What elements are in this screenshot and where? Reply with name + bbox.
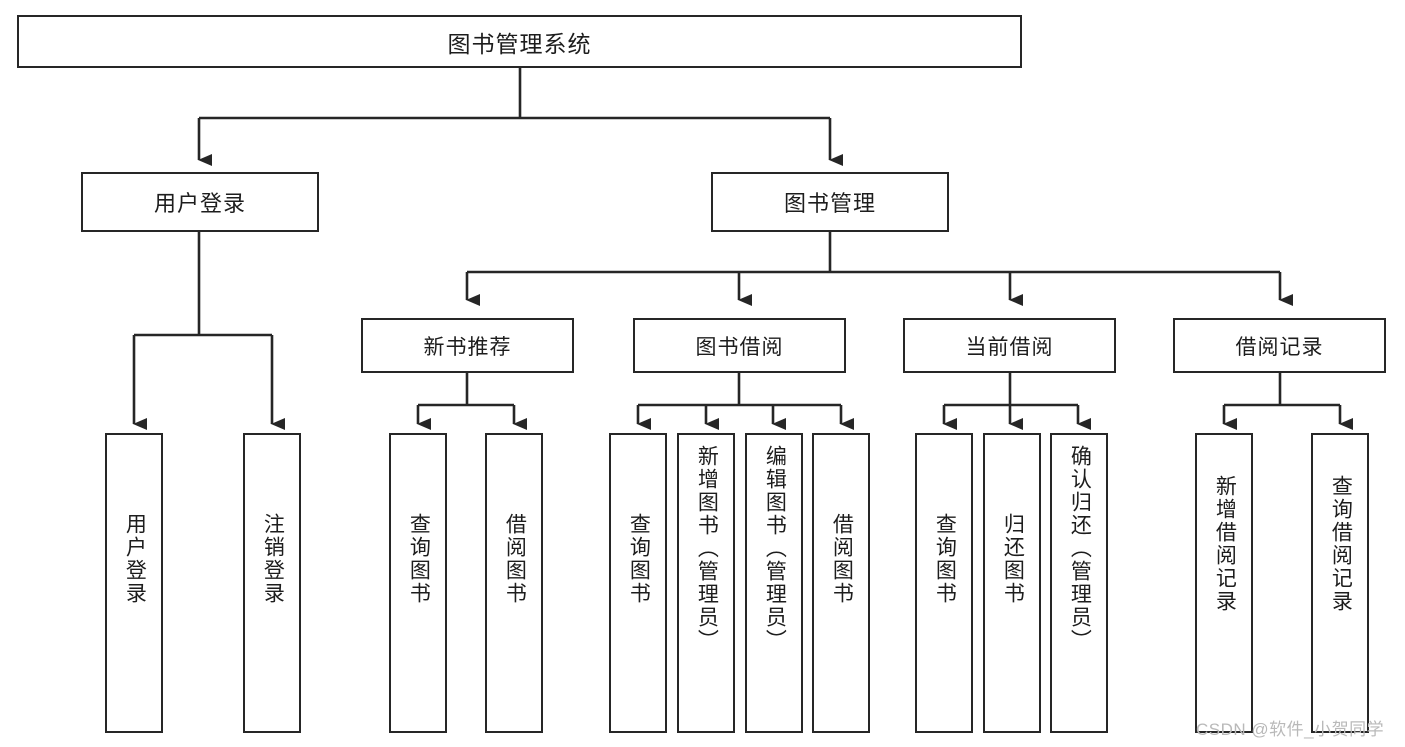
leaf-current-borrow-1-label: 查询图书	[933, 513, 957, 605]
leaf-book-borrow-2[interactable]: 新增图书（管理员）	[677, 433, 735, 733]
node-borrow-record-label: 借阅记录	[1235, 335, 1324, 359]
node-book-borrow[interactable]: 图书借阅	[633, 318, 846, 373]
leaf-book-borrow-4[interactable]: 借阅图书	[812, 433, 870, 733]
leaf-user-login-1[interactable]: 用户登录	[105, 433, 163, 733]
node-root-label: 图书管理系统	[447, 30, 592, 57]
leaf-book-borrow-4-label: 借阅图书	[830, 513, 854, 605]
leaf-borrow-record-1[interactable]: 新增借阅记录	[1195, 433, 1253, 733]
leaf-new-book-1[interactable]: 查询图书	[389, 433, 447, 733]
leaf-current-borrow-3-label: 确认归还（管理员）	[1068, 445, 1092, 652]
leaf-new-book-2-label: 借阅图书	[503, 513, 527, 605]
leaf-book-borrow-1-label: 查询图书	[627, 513, 651, 605]
node-current-borrow[interactable]: 当前借阅	[903, 318, 1116, 373]
node-book-management-label: 图书管理	[783, 191, 876, 216]
leaf-user-login-1-label: 用户登录	[123, 513, 147, 605]
leaf-current-borrow-3[interactable]: 确认归还（管理员）	[1050, 433, 1108, 733]
node-book-management[interactable]: 图书管理	[711, 172, 949, 232]
node-user-login-label: 用户登录	[153, 191, 246, 216]
leaf-new-book-1-label: 查询图书	[407, 513, 431, 605]
leaf-book-borrow-2-label: 新增图书（管理员）	[695, 445, 719, 652]
leaf-borrow-record-2-label: 查询借阅记录	[1329, 475, 1353, 613]
csdn-watermark: CSDN @软件_小贺同学	[1196, 720, 1385, 739]
node-new-book-recommend-label: 新书推荐	[423, 335, 512, 359]
leaf-new-book-2[interactable]: 借阅图书	[485, 433, 543, 733]
node-borrow-record[interactable]: 借阅记录	[1173, 318, 1386, 373]
node-new-book-recommend[interactable]: 新书推荐	[361, 318, 574, 373]
node-current-borrow-label: 当前借阅	[965, 335, 1054, 359]
leaf-current-borrow-2-label: 归还图书	[1001, 513, 1025, 605]
node-root[interactable]: 图书管理系统	[17, 15, 1022, 68]
node-user-login[interactable]: 用户登录	[81, 172, 319, 232]
leaf-borrow-record-1-label: 新增借阅记录	[1213, 475, 1237, 613]
leaf-current-borrow-1[interactable]: 查询图书	[915, 433, 973, 733]
leaf-book-borrow-3-label: 编辑图书（管理员）	[763, 445, 787, 652]
leaf-book-borrow-1[interactable]: 查询图书	[609, 433, 667, 733]
leaf-current-borrow-2[interactable]: 归还图书	[983, 433, 1041, 733]
leaf-borrow-record-2[interactable]: 查询借阅记录	[1311, 433, 1369, 733]
leaf-user-login-2-label: 注销登录	[261, 513, 285, 605]
node-book-borrow-label: 图书借阅	[695, 335, 784, 359]
leaf-book-borrow-3[interactable]: 编辑图书（管理员）	[745, 433, 803, 733]
leaf-user-login-2[interactable]: 注销登录	[243, 433, 301, 733]
